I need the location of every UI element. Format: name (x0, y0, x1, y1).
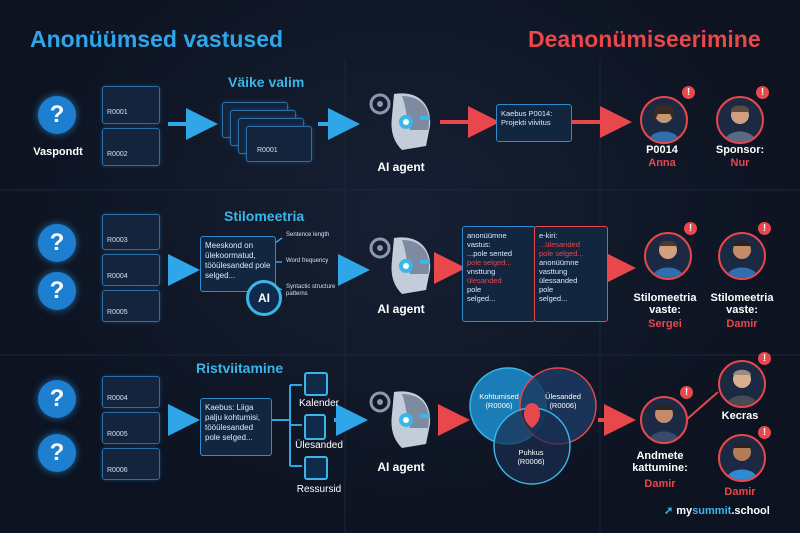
ai-robot-icon (369, 391, 431, 448)
heading-deanonymization: Deanonümiseerimine (528, 26, 761, 52)
alert-icon: ! (758, 426, 771, 439)
magnifier-ai-icon: AI (246, 280, 282, 316)
alert-icon: ! (758, 222, 771, 235)
venn-diagram (469, 367, 597, 485)
match-name: Damir (644, 478, 676, 490)
venn-label: Ülesanded (R0006) (545, 392, 581, 410)
venn-label: Puhkus (R0006) (517, 448, 545, 466)
person-title: Sponsor: (715, 144, 765, 156)
feature-syntactic-patterns: Syntactic structure patterns (286, 284, 336, 297)
avatar (718, 434, 766, 482)
response-card: R0001 (102, 86, 160, 124)
response-card: R0006 (102, 448, 160, 480)
section-title-small-sample: Väike valim (228, 74, 305, 90)
person-name: Damir (726, 318, 758, 330)
ai-robot-icon (369, 237, 431, 294)
avatar (644, 232, 692, 280)
person-title: P0014 (646, 144, 678, 156)
ai-agent-label: AI agent (377, 302, 425, 316)
avatar (640, 396, 688, 444)
match-label: Andmete kattumine: (632, 450, 688, 474)
feature-word-frequency: Word frequency (286, 258, 329, 264)
avatar (640, 96, 688, 144)
avatar (716, 96, 764, 144)
person-name: Nur (730, 157, 750, 169)
person-title: Stilomeetria vaste: (710, 292, 774, 316)
email-box: e-kiri: ...ülesanded pole selged... anon… (534, 226, 608, 322)
tasks-icon (304, 414, 326, 440)
calendar-icon (304, 372, 328, 396)
ai-agent-label: AI agent (377, 460, 425, 474)
resources-chart-icon (304, 456, 328, 480)
response-card: R0005 (102, 412, 160, 444)
venn-label: Kohtumised (R0006) (479, 392, 519, 410)
alert-icon: ! (756, 86, 769, 99)
feature-sentence-length: Sentence length (286, 232, 330, 238)
question-icon: ? (38, 380, 76, 418)
avatar (718, 360, 766, 408)
alert-icon: ! (680, 386, 693, 399)
response-card: R0004 (102, 254, 160, 286)
section-title-cross-reference: Ristviitamine (196, 360, 284, 376)
query-box: Kaebus P0014: Projekti viivitus (496, 104, 572, 142)
question-icon: ? (38, 434, 76, 472)
complaint-box: Kaebus: Liiga palju kohtumisi, tööülesan… (200, 398, 272, 456)
respondent-label: Vaspondt (33, 146, 83, 158)
alert-icon: ! (684, 222, 697, 235)
row3-branch (270, 384, 302, 467)
stack-card: R0001 (246, 126, 312, 162)
row3-link (685, 391, 719, 421)
avatar (718, 232, 766, 280)
source-label: Ülesanded (295, 440, 343, 451)
analysis-text-box: Meeskond on ülekoormatud, tööülesanded p… (200, 236, 276, 292)
response-card: R0004 (102, 376, 160, 408)
section-title-stylometry: Stilomeetria (224, 208, 305, 224)
person-name: Anna (648, 157, 676, 169)
source-label: Ressursid (296, 484, 342, 495)
response-card: R0005 (102, 290, 160, 322)
ai-agent-label: AI agent (377, 160, 425, 174)
question-icon: ? (38, 96, 76, 134)
person-title: Stilomeetria vaste: (633, 292, 697, 316)
response-card: R0003 (102, 214, 160, 250)
rocket-icon: ➚ (664, 505, 674, 517)
person-name: Kecras (721, 410, 759, 422)
source-label: Kalender (298, 398, 340, 409)
alert-icon: ! (758, 352, 771, 365)
anonymous-response-box: anonüümne vastus: ...pole sented pole se… (462, 226, 536, 322)
question-icon: ? (38, 224, 76, 262)
alert-icon: ! (682, 86, 695, 99)
brand-logo: ➚ mysummit.school (664, 505, 770, 517)
person-name: Sergei (648, 318, 682, 330)
person-name: Damir (724, 486, 756, 498)
ai-robot-icon (369, 93, 431, 150)
heading-anonymous: Anonüümsed vastused (30, 26, 284, 52)
question-icon: ? (38, 272, 76, 310)
response-card: R0002 (102, 128, 160, 166)
